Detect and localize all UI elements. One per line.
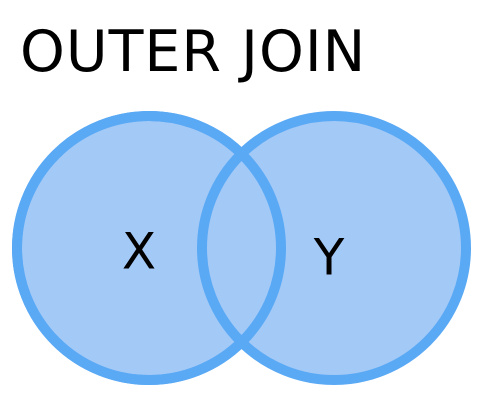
set-x-label: X [122, 223, 156, 281]
set-x-outline [12, 111, 286, 385]
diagram-title: OUTER JOIN [20, 19, 367, 85]
set-y-label: Y [313, 229, 345, 287]
